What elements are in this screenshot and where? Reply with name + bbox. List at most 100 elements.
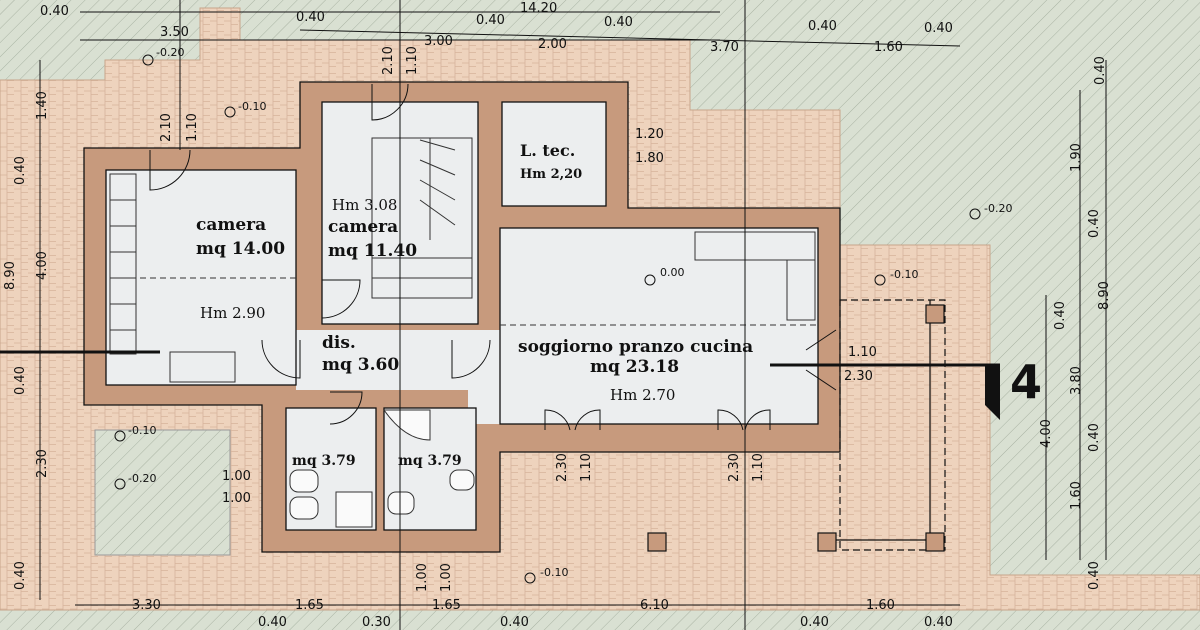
svg-text:0.40: 0.40 xyxy=(258,615,287,630)
svg-text:1.60: 1.60 xyxy=(1069,481,1084,510)
svg-text:2.10: 2.10 xyxy=(159,113,174,142)
svg-text:1.65: 1.65 xyxy=(432,598,461,613)
room-disimpegno: dis. mq 3.60 xyxy=(322,333,399,375)
svg-text:0.40: 0.40 xyxy=(476,13,505,28)
svg-text:3.30: 3.30 xyxy=(132,598,161,613)
svg-text:0.40: 0.40 xyxy=(13,366,28,395)
svg-text:4.00: 4.00 xyxy=(1039,419,1054,448)
garden-patch xyxy=(94,429,231,556)
level-marker: -0.10 xyxy=(224,100,266,118)
svg-text:8.90: 8.90 xyxy=(3,261,18,290)
svg-text:0.40: 0.40 xyxy=(808,19,837,34)
svg-text:3.00: 3.00 xyxy=(424,34,453,49)
svg-text:1.80: 1.80 xyxy=(635,151,664,166)
doors xyxy=(149,83,837,431)
svg-text:-0.20: -0.20 xyxy=(984,202,1012,215)
room-name: camera xyxy=(328,217,398,237)
floor-disimpegno xyxy=(296,330,468,390)
svg-text:0.40: 0.40 xyxy=(1053,301,1068,330)
level-markers: -0.20 -0.10 0.00 -0.10 -0.20 -0.10 -0.20… xyxy=(114,46,1012,584)
svg-text:6.10: 6.10 xyxy=(640,598,669,613)
room-camera-2: Hm 3.08 camera mq 11.40 xyxy=(328,196,417,261)
room-camera-1: camera mq 14.00 Hm 2.90 xyxy=(196,215,285,322)
svg-text:-0.20: -0.20 xyxy=(156,46,184,59)
svg-text:-0.10: -0.10 xyxy=(890,268,918,281)
top-dimensions: 0.40 14.20 3.50 0.40 3.00 0.40 2.00 0.40… xyxy=(40,1,953,55)
level-marker: -0.10 xyxy=(114,424,156,442)
svg-text:0.40: 0.40 xyxy=(1087,561,1102,590)
svg-text:0.40: 0.40 xyxy=(604,15,633,30)
svg-text:2.30: 2.30 xyxy=(35,449,50,478)
room-soggiorno: soggiorno pranzo cucina mq 23.18 Hm 2.70 xyxy=(518,337,753,404)
svg-text:4.00: 4.00 xyxy=(35,251,50,280)
svg-text:1.10: 1.10 xyxy=(185,113,200,142)
svg-text:1.10: 1.10 xyxy=(579,453,594,482)
room-name: L. tec. xyxy=(520,141,575,160)
room-area: mq 3.79 xyxy=(292,453,356,469)
right-dimensions: 0.40 1.90 0.40 8.90 0.40 3.80 4.00 0.40 … xyxy=(1039,56,1112,590)
level-marker: -0.10 xyxy=(874,268,918,286)
svg-text:2.10: 2.10 xyxy=(381,46,396,75)
svg-text:-0.10: -0.10 xyxy=(128,424,156,437)
svg-text:1.40: 1.40 xyxy=(35,91,50,120)
floor-soggiorno xyxy=(500,228,818,424)
room-height: Hm 2,20 xyxy=(520,167,582,182)
staircase xyxy=(371,137,473,299)
svg-text:8.90: 8.90 xyxy=(1097,281,1112,310)
room-area: mq 14.00 xyxy=(196,239,285,259)
svg-text:1.00: 1.00 xyxy=(439,563,454,592)
section-number: 4 xyxy=(1010,355,1042,409)
room-name: camera xyxy=(196,215,266,235)
svg-text:1.00: 1.00 xyxy=(415,563,430,592)
svg-text:0.40: 0.40 xyxy=(40,4,69,19)
svg-text:1.20: 1.20 xyxy=(635,127,664,142)
room-area: mq 3.60 xyxy=(322,355,399,375)
svg-text:-0.20: -0.20 xyxy=(128,472,156,485)
room-area: mq 11.40 xyxy=(328,241,417,261)
opening-dimensions: 2.10 1.10 2.10 1.10 1.20 1.80 2.30 1.10 … xyxy=(159,46,877,592)
level-marker: -0.20 xyxy=(142,46,184,66)
svg-text:0.40: 0.40 xyxy=(13,156,28,185)
svg-text:0.30: 0.30 xyxy=(362,615,391,630)
svg-text:1.60: 1.60 xyxy=(874,40,903,55)
room-name: soggiorno pranzo cucina xyxy=(518,337,753,357)
svg-text:3.80: 3.80 xyxy=(1069,366,1084,395)
svg-text:0.00: 0.00 xyxy=(660,266,685,279)
svg-text:1.65: 1.65 xyxy=(295,598,324,613)
svg-text:1.00: 1.00 xyxy=(222,491,251,506)
level-marker: -0.10 xyxy=(524,566,568,584)
svg-text:-0.10: -0.10 xyxy=(238,100,266,113)
svg-text:1.90: 1.90 xyxy=(1069,143,1084,172)
room-name: dis. xyxy=(322,333,356,353)
dimension-lines xyxy=(0,0,1107,630)
svg-text:0.40: 0.40 xyxy=(13,561,28,590)
svg-text:0.40: 0.40 xyxy=(296,10,325,25)
portico xyxy=(647,299,946,552)
svg-text:1.10: 1.10 xyxy=(848,345,877,360)
section-marker: 4 xyxy=(985,355,1042,420)
room-area: mq 3.79 xyxy=(398,453,462,469)
level-marker: 0.00 xyxy=(644,266,685,286)
svg-text:2.30: 2.30 xyxy=(844,369,873,384)
level-marker: -0.20 xyxy=(969,202,1012,220)
svg-text:3.70: 3.70 xyxy=(710,40,739,55)
svg-text:2.30: 2.30 xyxy=(727,453,742,482)
svg-text:0.40: 0.40 xyxy=(1087,209,1102,238)
svg-text:1.10: 1.10 xyxy=(751,453,766,482)
svg-text:14.20: 14.20 xyxy=(520,1,557,16)
room-height: Hm 3.08 xyxy=(332,196,397,214)
svg-text:2.00: 2.00 xyxy=(538,37,567,52)
svg-text:1.10: 1.10 xyxy=(405,46,420,75)
svg-text:0.40: 0.40 xyxy=(924,615,953,630)
svg-text:0.40: 0.40 xyxy=(1087,423,1102,452)
svg-text:1.00: 1.00 xyxy=(222,469,251,484)
left-dimensions: 1.40 0.40 4.00 8.90 0.40 2.30 0.40 xyxy=(3,91,50,590)
room-area: mq 23.18 xyxy=(590,357,679,377)
svg-text:3.50: 3.50 xyxy=(160,25,189,40)
svg-text:0.40: 0.40 xyxy=(924,21,953,36)
svg-text:0.40: 0.40 xyxy=(800,615,829,630)
room-bagno-1: mq 3.79 xyxy=(292,453,356,469)
room-bagno-2: mq 3.79 xyxy=(398,453,462,469)
svg-text:-0.10: -0.10 xyxy=(540,566,568,579)
